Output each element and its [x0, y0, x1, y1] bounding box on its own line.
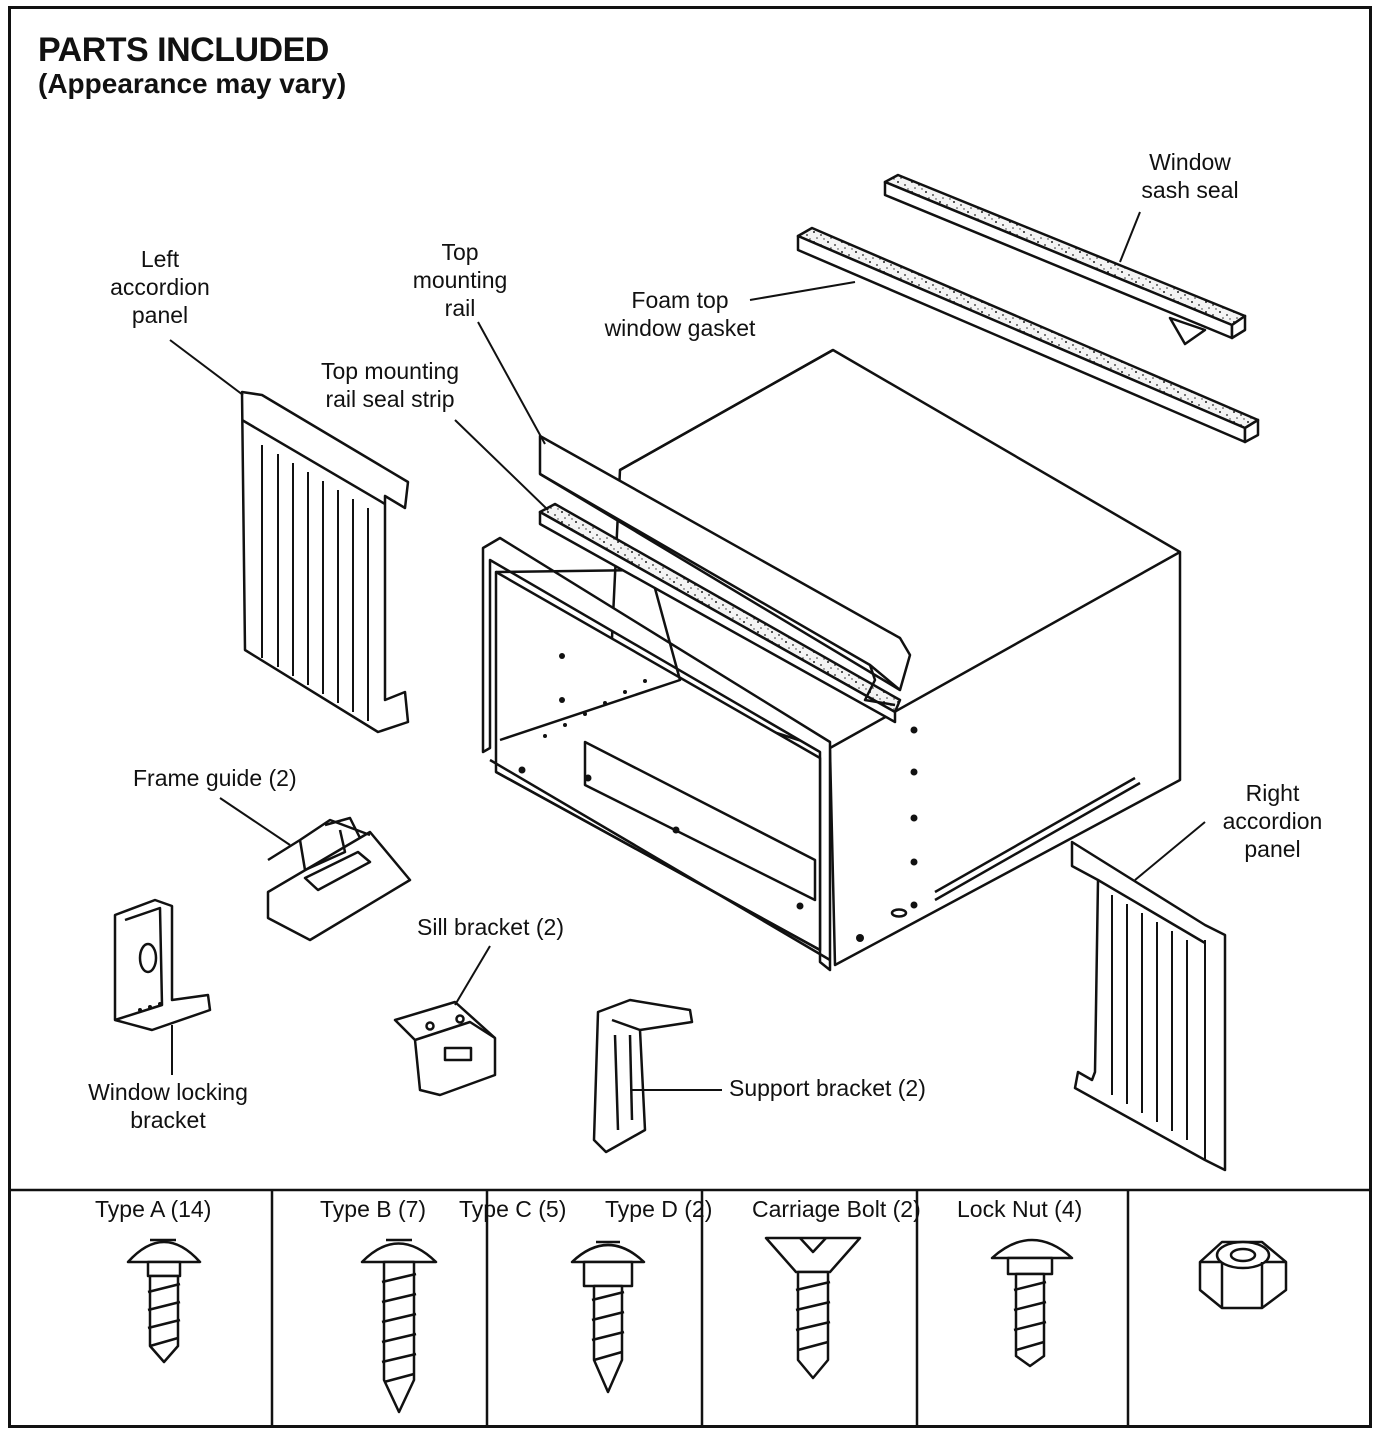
- top-mounting-rail-seal-strip: [538, 502, 902, 724]
- window-locking-bracket: [113, 898, 212, 1032]
- hardware-label-type-a: Type A (14): [95, 1196, 212, 1222]
- window-sash-seal: [883, 173, 1247, 346]
- type-d-screw-icon: [764, 1236, 862, 1380]
- hardware-label-type-b: Type B (7): [320, 1196, 427, 1222]
- page-subtitle: (Appearance may vary): [38, 68, 347, 99]
- label-left-accordion-panel: Left accordion panel: [110, 246, 210, 328]
- hardware-label-carriage-bolt: Carriage Bolt (2): [752, 1196, 921, 1222]
- label-top-mounting-rail-seal-strip: Top mounting rail seal strip: [320, 358, 460, 412]
- label-window-sash-seal: Window sash seal: [1141, 149, 1239, 203]
- label-foam-top-window-gasket: Foam top window gasket: [604, 287, 756, 341]
- carriage-bolt-icon: [990, 1238, 1074, 1368]
- type-a-screw-icon: [126, 1238, 202, 1364]
- top-mounting-rail: [538, 434, 912, 707]
- lock-nut-icon: [1198, 1240, 1288, 1310]
- page-title: PARTS INCLUDED: [38, 31, 329, 69]
- left-accordion-panel: [240, 390, 410, 734]
- foam-top-window-gasket: [796, 226, 1260, 444]
- right-accordion-panel: [1070, 840, 1227, 1172]
- label-support-bracket: Support bracket (2): [729, 1075, 926, 1101]
- label-sill-bracket: Sill bracket (2): [417, 914, 564, 940]
- type-b-screw-icon: [360, 1238, 438, 1414]
- label-window-locking-bracket: Window locking bracket: [88, 1079, 248, 1133]
- support-bracket: [592, 998, 694, 1154]
- leader-lines: [169, 211, 1206, 1091]
- label-top-mounting-rail: Top mounting rail: [412, 239, 508, 321]
- label-right-accordion-panel: Right accordion panel: [1222, 780, 1323, 862]
- hardware-label-lock-nut: Lock Nut (4): [957, 1196, 1083, 1222]
- label-frame-guide: Frame guide (2): [133, 765, 297, 791]
- hardware-label-type-d: Type D (2): [605, 1196, 713, 1222]
- frame-guide: [266, 816, 412, 942]
- hardware-label-type-c: Type C (5): [459, 1196, 567, 1222]
- type-c-screw-icon: [570, 1240, 646, 1394]
- diagram-frame: [8, 6, 1372, 1428]
- sill-bracket: [393, 1000, 497, 1097]
- hardware-table: [9, 1188, 1372, 1428]
